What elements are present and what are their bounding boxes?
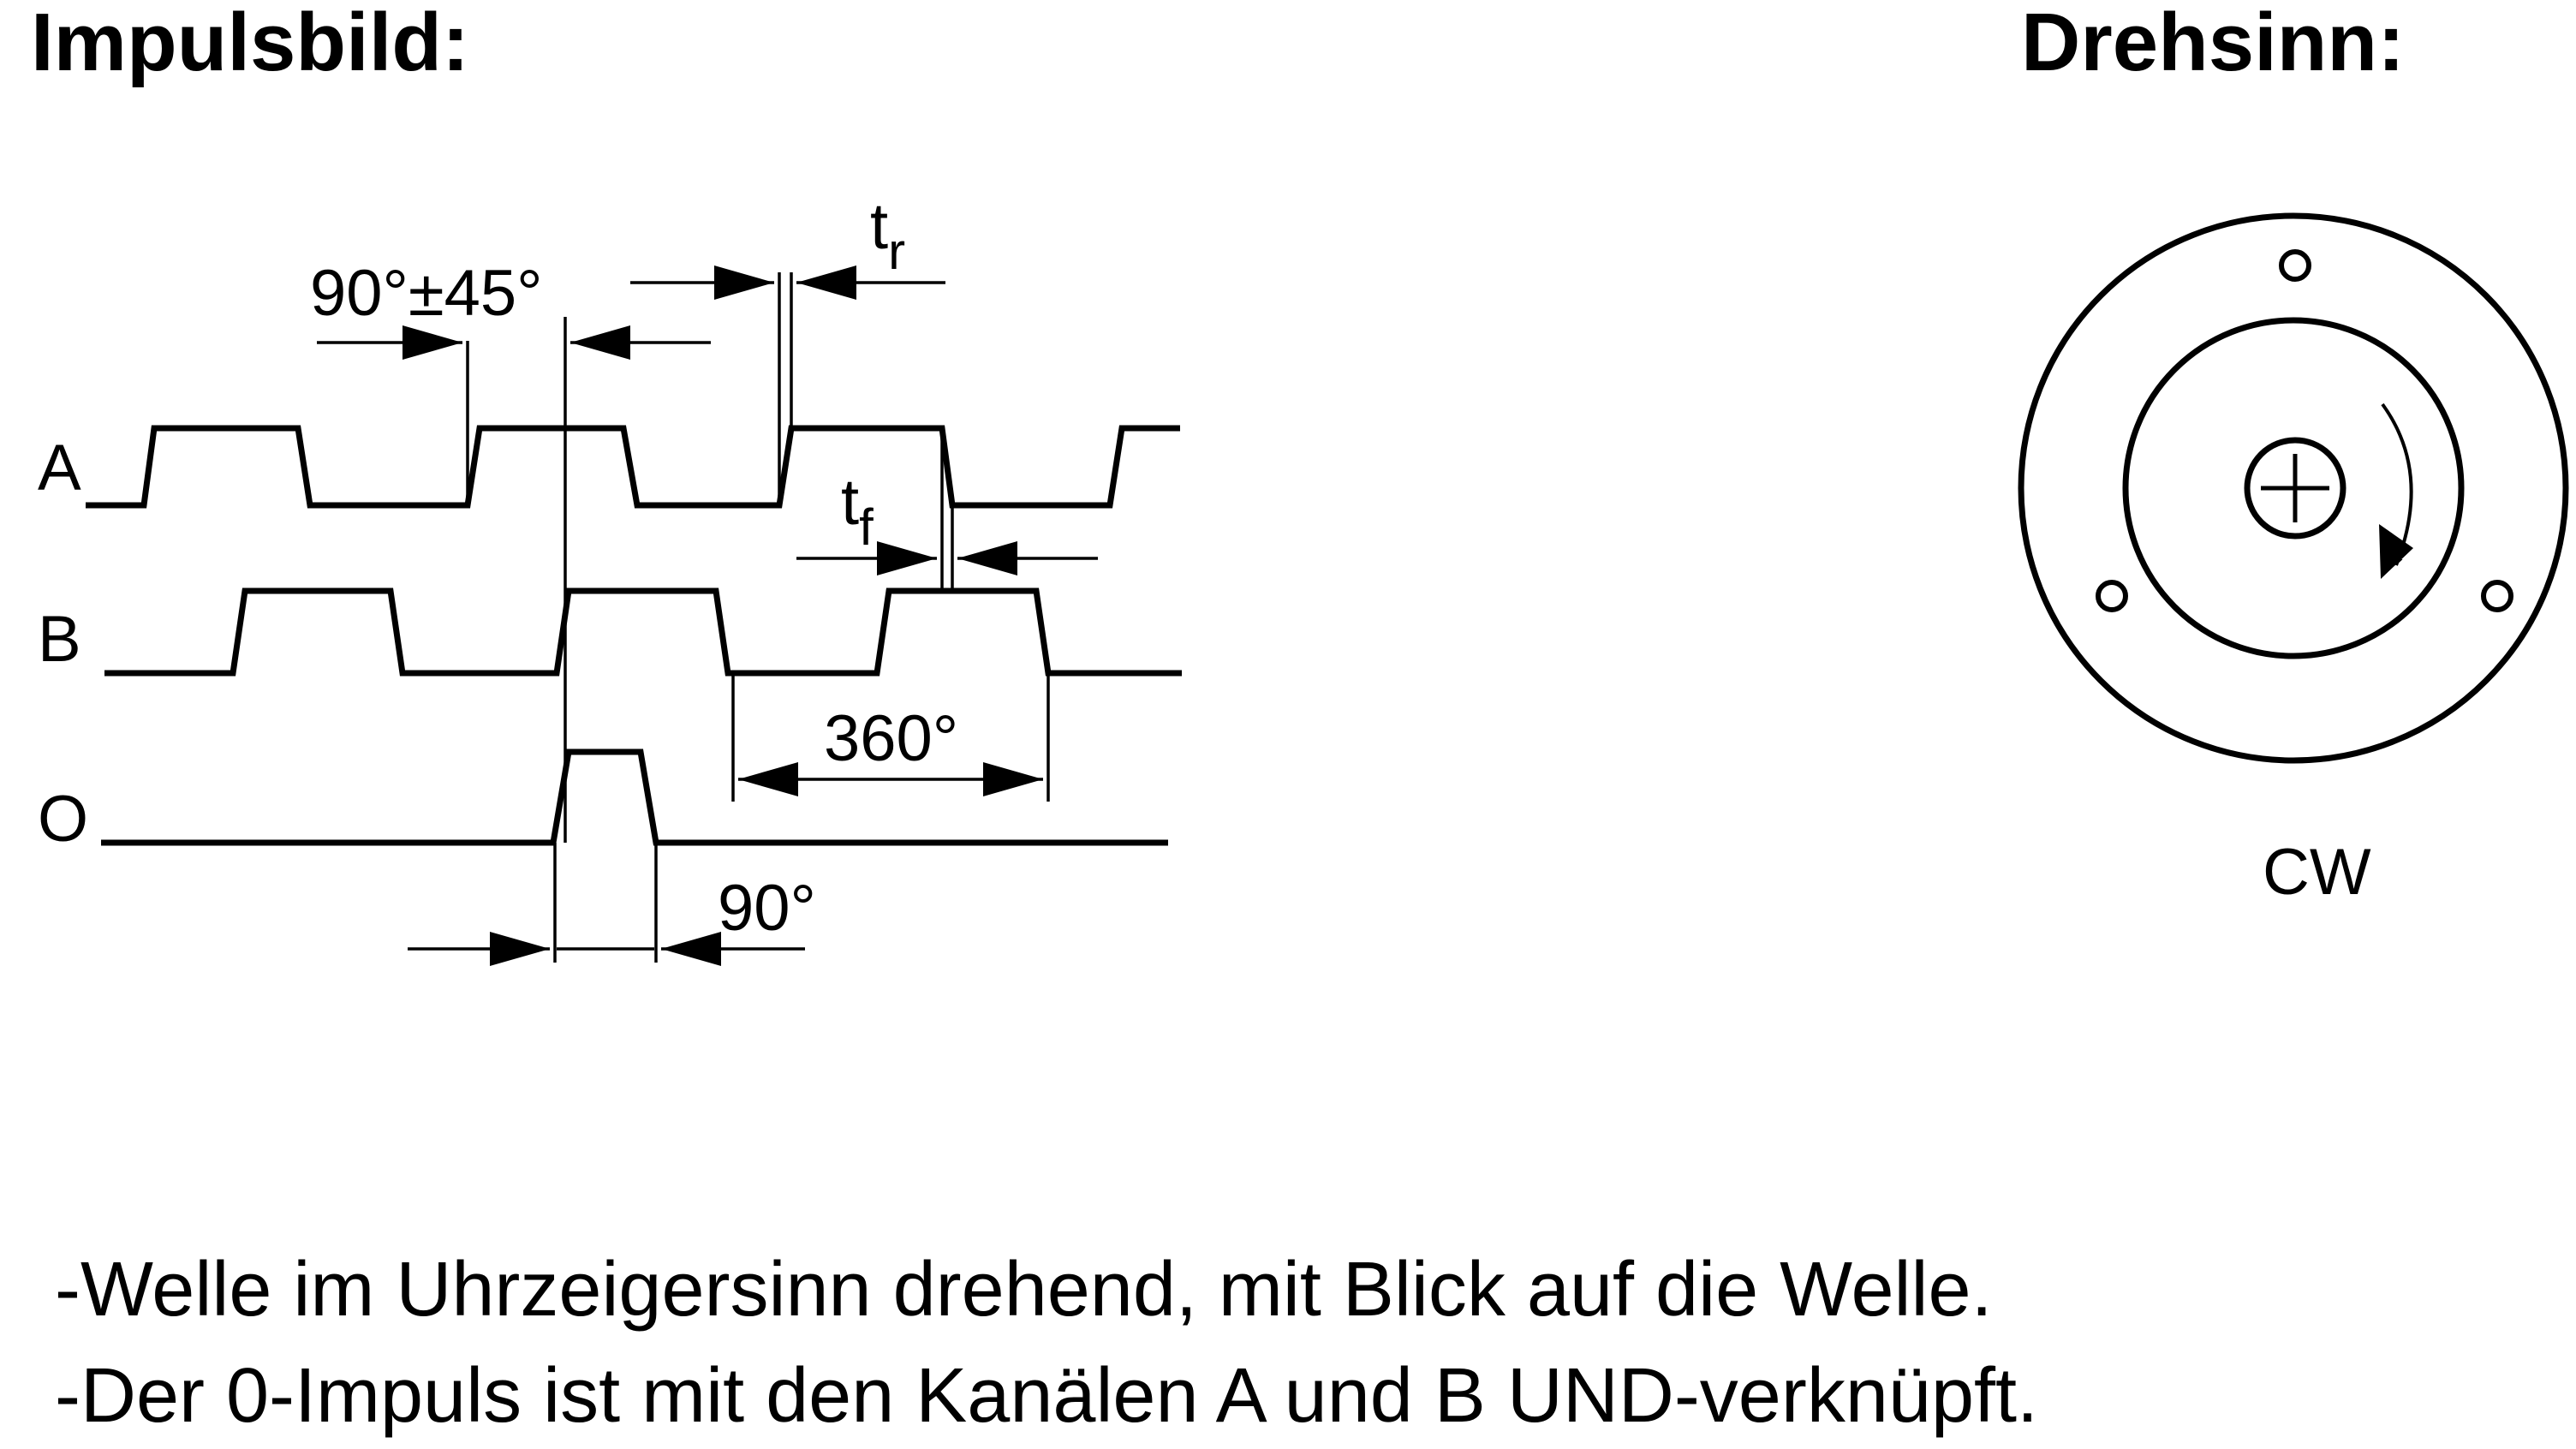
fall-time-subscript: f — [859, 498, 874, 556]
mounting-hole-top — [2279, 249, 2311, 282]
index-width-dimension — [408, 843, 805, 966]
rise-time-subscript: r — [888, 223, 905, 280]
heading-rotation: Drehsinn: — [2021, 0, 2405, 88]
index-width-label: 90° — [718, 872, 816, 945]
waveform-o — [101, 748, 1168, 846]
note-line-2: -Der 0-Impuls ist mit den Kanälen A und … — [55, 1353, 2038, 1439]
phase-dimension — [317, 317, 711, 843]
fall-time-dimension — [796, 428, 1098, 591]
fall-time-label: tf — [841, 466, 874, 556]
channel-label-b: B — [38, 603, 81, 676]
inner-flange-ring — [2122, 317, 2465, 659]
waveform-a — [86, 425, 1180, 509]
note-line-1: -Welle im Uhrzeigersinn drehend, mit Bli… — [55, 1247, 1993, 1333]
period-label: 360° — [824, 702, 958, 775]
rotation-direction-label: CW — [2263, 836, 2371, 909]
channel-label-o: O — [38, 783, 88, 856]
rotation-flange-diagram — [2018, 212, 2569, 764]
fall-time-symbol: t — [841, 466, 859, 539]
mounting-hole-right — [2481, 580, 2513, 612]
rise-time-dimension — [630, 265, 945, 505]
mounting-hole-left — [2096, 580, 2128, 612]
period-dimension — [731, 673, 1050, 802]
shaft-circle — [2244, 437, 2346, 540]
channel-label-a: A — [38, 432, 81, 504]
heading-pulse-diagram: Impulsbild: — [31, 0, 469, 88]
waveform-b — [104, 587, 1182, 677]
rise-time-label: tr — [870, 190, 905, 280]
outer-flange-ring — [2018, 212, 2569, 764]
rise-time-symbol: t — [870, 190, 888, 263]
phase-label: 90°±45° — [310, 257, 543, 330]
